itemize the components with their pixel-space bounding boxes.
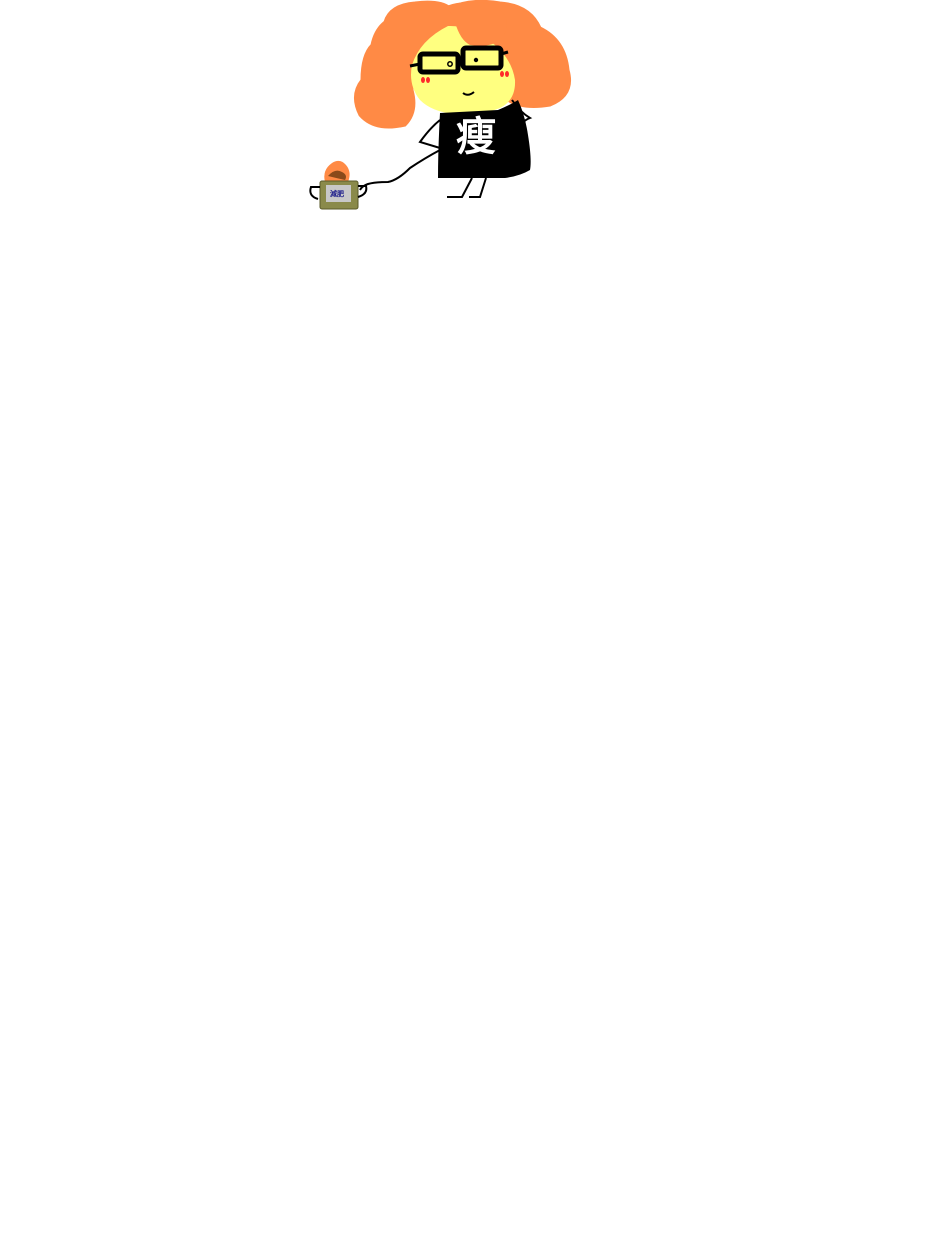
shirt [438,100,531,178]
blush [421,71,509,83]
slimming-machine: 減肥 [309,160,368,210]
shirt-character: 瘦 [456,114,496,160]
legs [447,177,487,198]
right-arm [511,99,533,129]
cord [359,149,441,191]
machine-top-detail [328,170,346,180]
glasses-icon [409,45,509,75]
mouth [462,91,475,96]
left-arm [418,119,441,149]
machine-screen [326,185,351,202]
machine-right-handle [357,185,368,198]
machine-label: 減肥 [330,189,344,198]
machine-left-handle [309,186,320,200]
hair-bangs [440,2,507,46]
